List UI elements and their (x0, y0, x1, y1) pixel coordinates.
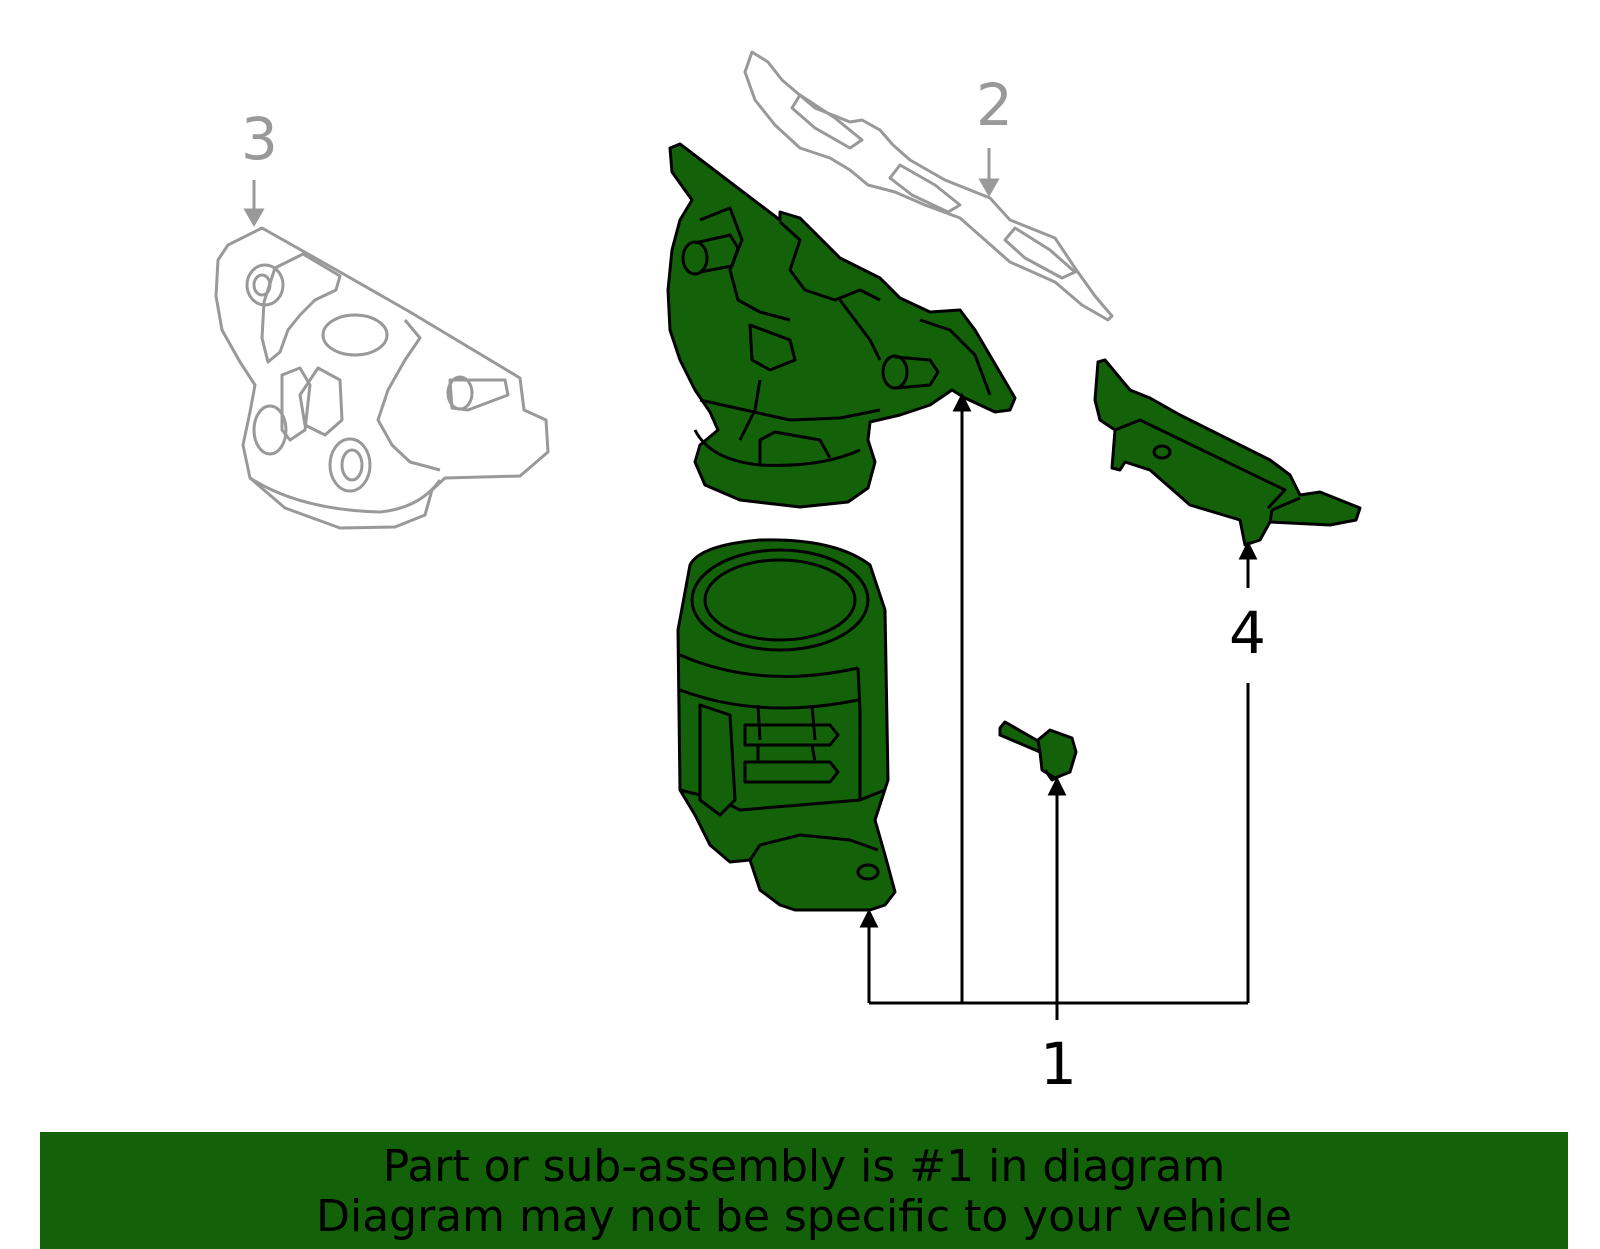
banner-line-1: Part or sub-assembly is #1 in diagram (382, 1141, 1226, 1192)
part-4-bracket (1093, 358, 1362, 547)
banner-line-2: Diagram may not be specific to your vehi… (316, 1191, 1292, 1242)
part-3-heat-shield (214, 226, 550, 530)
leader-lines (243, 148, 1258, 1020)
part-1-exhaust-manifold (666, 142, 1017, 509)
callout-part-1: 1 (1040, 1030, 1077, 1098)
part-1-catalytic-converter (676, 538, 897, 912)
part-2-gasket (743, 50, 1114, 322)
part-1-bolt (998, 720, 1078, 782)
callout-part-4: 4 (1229, 599, 1266, 667)
callout-part-3: 3 (241, 105, 278, 173)
info-banner: Part or sub-assembly is #1 in diagram Di… (40, 1132, 1568, 1249)
callout-part-2: 2 (976, 71, 1013, 139)
